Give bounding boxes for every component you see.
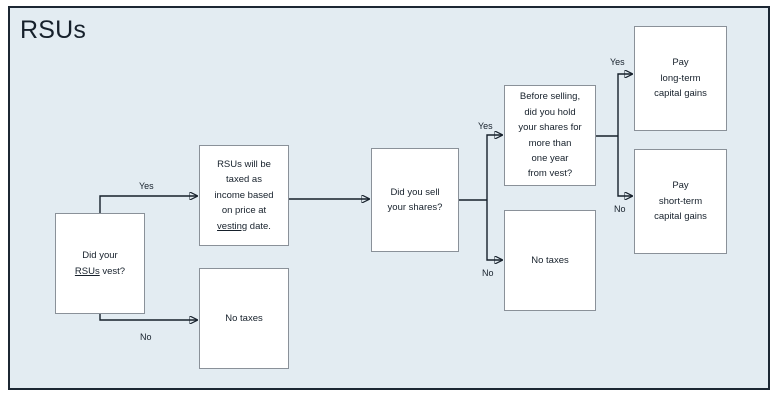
edge-label-vest-no: No <box>140 332 152 342</box>
node-text: No taxes <box>531 254 569 266</box>
node-text-line: RSUs will be <box>217 159 271 171</box>
page-title: RSUs <box>20 16 87 44</box>
node-text: Pay long-term capital gains <box>654 57 707 100</box>
edge-label-vest-yes: Yes <box>139 181 154 191</box>
node-pay-short-term-capital-gains[interactable]: Pay short-term capital gains <box>634 149 727 254</box>
edge-label-hold-yes: Yes <box>610 57 625 67</box>
node-text: No taxes <box>225 312 263 324</box>
edge-label-sell-yes: Yes <box>478 121 493 131</box>
node-hold-more-than-one-year[interactable]: Before selling, did you hold your shares… <box>504 85 596 186</box>
node-did-you-sell-your-shares[interactable]: Did you sell your shares? <box>371 148 459 252</box>
node-rsus-taxed-as-income[interactable]: RSUs will be taxed as income based on price… <box>199 145 289 246</box>
node-text: Before selling, did you hold your shares… <box>518 91 582 180</box>
node-text-line: date. <box>247 220 271 232</box>
node-text-line: Did your <box>82 250 118 262</box>
node-text-line: income based <box>214 189 274 201</box>
node-text-line: on price at <box>221 205 267 217</box>
edge-label-sell-no: No <box>482 268 494 278</box>
node-pay-long-term-capital-gains[interactable]: Pay long-term capital gains <box>634 26 727 131</box>
node-text: Did you sell your shares? <box>387 186 443 213</box>
node-text-underlined: RSUs <box>74 265 100 277</box>
node-no-taxes-not-vested[interactable]: No taxes <box>199 268 289 369</box>
edge-label-hold-no: No <box>614 204 626 214</box>
node-text-line: vest? <box>99 265 126 277</box>
node-text-underlined: vesting <box>217 220 248 232</box>
node-text: Pay short-term capital gains <box>654 180 707 223</box>
node-no-taxes-not-sold[interactable]: No taxes <box>504 210 596 311</box>
node-text-line: taxed as <box>226 174 262 186</box>
